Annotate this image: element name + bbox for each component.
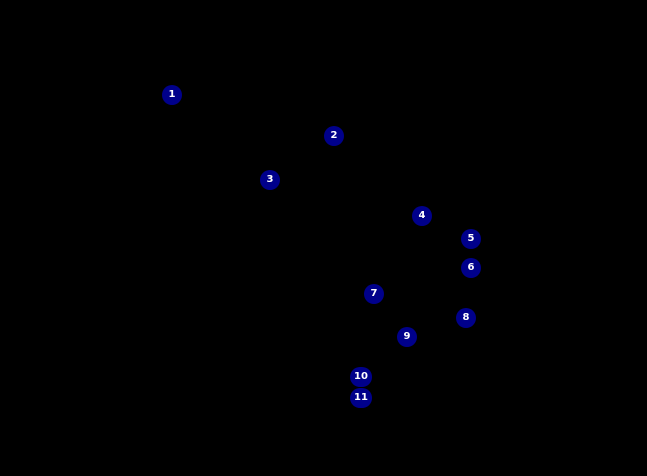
mark-badge-1[interactable]: 1 (162, 85, 182, 105)
mark-badge-4[interactable]: 4 (412, 206, 432, 226)
mark-badge-2[interactable]: 2 (324, 126, 344, 146)
mark-badge-10[interactable]: 10 (350, 367, 372, 387)
mark-badge-5[interactable]: 5 (461, 229, 481, 249)
mark-badge-11[interactable]: 11 (350, 388, 372, 408)
mark-badge-9[interactable]: 9 (397, 327, 417, 347)
mark-badge-6[interactable]: 6 (461, 258, 481, 278)
mark-badge-7[interactable]: 7 (364, 284, 384, 304)
mark-badge-3[interactable]: 3 (260, 170, 280, 190)
mark-badge-8[interactable]: 8 (456, 308, 476, 328)
